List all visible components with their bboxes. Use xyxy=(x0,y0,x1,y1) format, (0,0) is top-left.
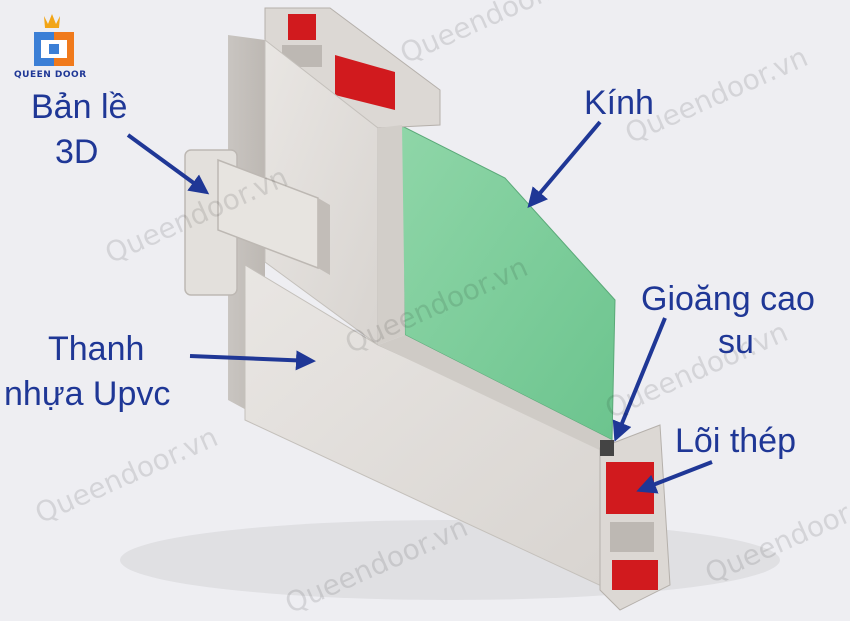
queen-door-logo-icon xyxy=(34,14,74,66)
label-upvc-line1: Thanh xyxy=(48,330,145,368)
arrow-steel xyxy=(636,460,713,494)
arrow-upvc xyxy=(189,350,316,371)
label-hinge-line2: 3D xyxy=(55,133,99,171)
label-hinge-line1: Bản lề xyxy=(31,88,128,126)
label-glass: Kính xyxy=(584,84,654,122)
rubber-gasket xyxy=(600,440,614,456)
steel-core-top-2 xyxy=(335,55,395,110)
inner-bead-vertical xyxy=(378,125,405,345)
arrow-gasket xyxy=(612,317,667,442)
inner-bead-horizontal xyxy=(378,335,612,455)
label-gasket-line1: Gioăng cao xyxy=(641,280,815,318)
bottom-chamber xyxy=(610,522,654,552)
label-upvc-line2: nhựa Upvc xyxy=(4,375,171,413)
hinge-leaf-side xyxy=(318,198,330,275)
arrow-hinge xyxy=(126,133,210,195)
label-gasket-line2: su xyxy=(718,323,754,361)
label-steel: Lõi thép xyxy=(675,422,796,460)
steel-core-bottom-2 xyxy=(612,560,658,590)
brand-name: QUEEN DOOR xyxy=(14,70,87,80)
arrow-glass xyxy=(527,120,602,209)
steel-core-top xyxy=(288,14,316,40)
